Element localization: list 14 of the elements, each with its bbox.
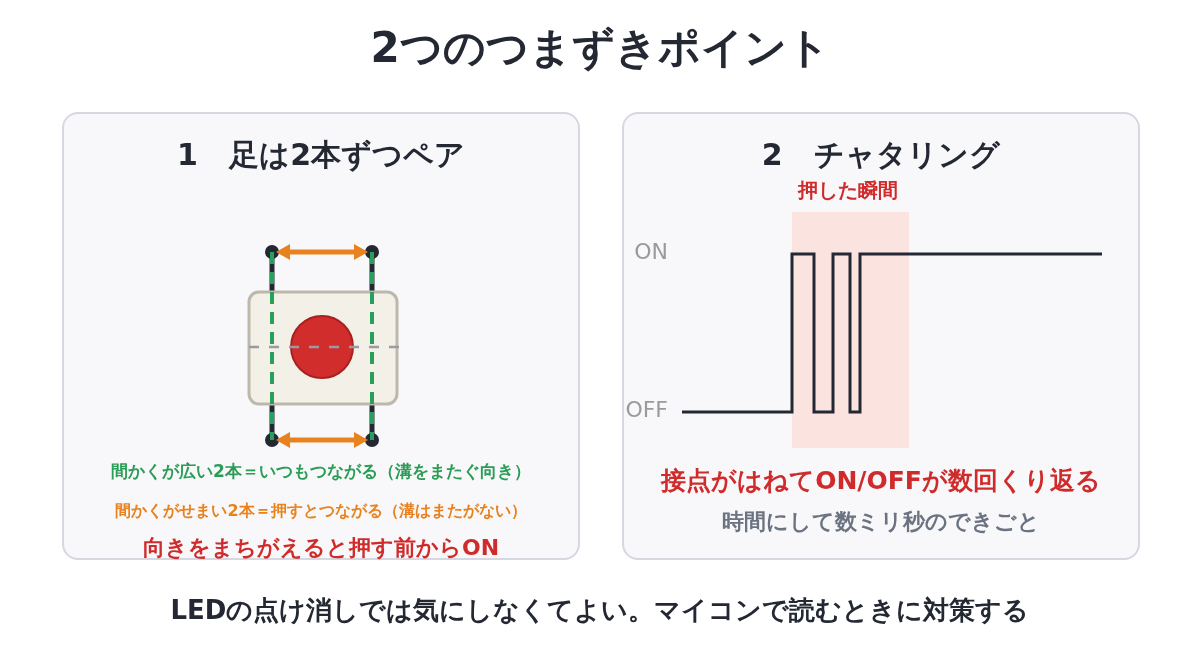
section-heading: 1 足は2本ずつペア — [175, 136, 467, 174]
footer-caption: LEDの点け消しでは気にしなくてよい。マイコンで読むときに対策する — [169, 594, 1031, 627]
moment-label: 押した瞬間 — [798, 178, 898, 203]
section-heading: 2 チャタリング — [760, 136, 1002, 174]
narrow-pair-note: 間かくがせまい2本＝押すとつながる（溝はまたがない） — [114, 501, 528, 521]
diagram-title: 2つのつまずきポイント — [369, 22, 831, 74]
axis-level-label: OFF — [625, 396, 668, 424]
duration-note: 時間にして数ミリ秒のできごと — [721, 508, 1041, 536]
section-panel — [622, 112, 1140, 560]
bounce-description: 接点がはねてON/OFFが数回くり返る — [659, 465, 1102, 497]
wide-pair-note: 間かくが広い2本＝いつもつながる（溝をまたぐ向き） — [110, 461, 532, 483]
axis-level-label: ON — [634, 238, 668, 266]
warning-text: 向きをまちがえると押す前からON — [141, 534, 501, 562]
section-panel — [62, 112, 580, 560]
